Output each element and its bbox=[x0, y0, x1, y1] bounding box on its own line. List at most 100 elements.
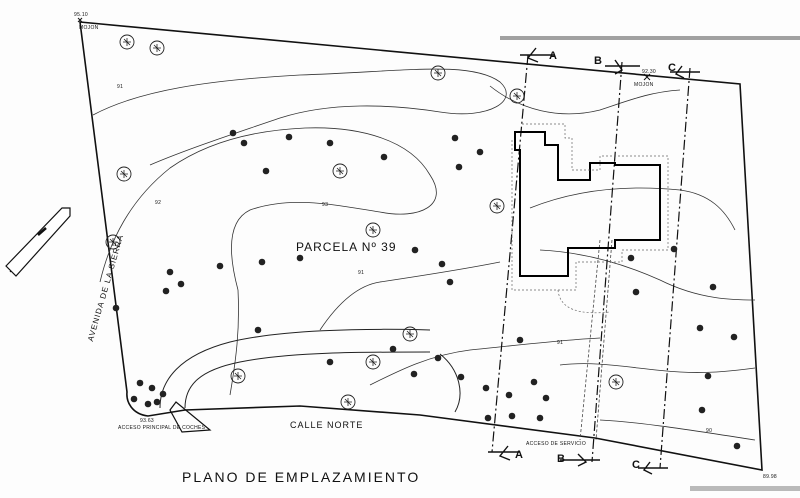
tree-small-icon bbox=[258, 258, 266, 266]
section-cut-lines bbox=[491, 54, 691, 469]
tree-small-icon bbox=[704, 372, 712, 380]
tree-small-icon bbox=[542, 394, 550, 402]
tree-small-icon bbox=[380, 153, 388, 161]
tree-large-icon bbox=[149, 40, 165, 56]
elevation-bottom-left: 93.63 bbox=[140, 418, 155, 424]
plan-title: PLANO DE EMPLAZAMIENTO bbox=[182, 469, 421, 485]
tree-small-icon bbox=[632, 288, 640, 296]
tree-small-icon bbox=[698, 406, 706, 414]
mojon-label-top-left: MOJON bbox=[79, 25, 99, 31]
tree-small-icon bbox=[438, 260, 446, 268]
tree-large-icon bbox=[116, 166, 132, 182]
tree-large-icon bbox=[430, 65, 446, 81]
driveway-main bbox=[159, 328, 461, 413]
scan-smudge-top bbox=[500, 36, 800, 40]
tree-small-icon bbox=[446, 278, 454, 286]
tree-small-icon bbox=[434, 354, 442, 362]
tree-small-icon bbox=[136, 379, 144, 387]
tree-small-icon bbox=[177, 280, 185, 288]
tree-small-icon bbox=[670, 245, 678, 253]
property-boundary bbox=[79, 21, 763, 471]
tree-small-icon bbox=[410, 370, 418, 378]
section-cut-ticks bbox=[488, 47, 700, 475]
tree-large-icon bbox=[365, 222, 381, 238]
tree-small-icon bbox=[216, 262, 224, 270]
section-c-bottom: C bbox=[632, 459, 640, 471]
tree-large-icon bbox=[608, 374, 624, 390]
building-footprint bbox=[514, 131, 661, 277]
tree-small-icon bbox=[451, 134, 459, 142]
tree-small-icon bbox=[411, 246, 419, 254]
access-main-label: ACCESO PRINCIPAL DE COCHES bbox=[118, 425, 206, 431]
tree-small-icon bbox=[229, 129, 237, 137]
tree-small-icon bbox=[112, 304, 120, 312]
tree-small-icon bbox=[482, 384, 490, 392]
mojon-marker-icon bbox=[77, 17, 651, 81]
contour-label: 92 bbox=[155, 200, 162, 206]
contour-label: 93 bbox=[322, 202, 329, 208]
service-strip bbox=[579, 239, 613, 441]
tree-large-icon bbox=[332, 163, 348, 179]
north-arrow-icon bbox=[5, 207, 71, 277]
tree-small-icon bbox=[162, 287, 170, 295]
tree-large-icon bbox=[119, 34, 135, 50]
tree-large-icon bbox=[365, 354, 381, 370]
tree-small-icon bbox=[326, 358, 334, 366]
tree-small-icon bbox=[536, 414, 544, 422]
tree-small-icon bbox=[254, 326, 262, 334]
trees bbox=[105, 34, 741, 450]
tree-large-icon bbox=[509, 88, 525, 104]
tree-small-icon bbox=[476, 148, 484, 156]
tree-large-icon bbox=[105, 234, 121, 250]
contour-label: 91 bbox=[117, 84, 124, 90]
tree-small-icon bbox=[389, 345, 397, 353]
tree-small-icon bbox=[166, 268, 174, 276]
contour-lines bbox=[92, 68, 756, 441]
tree-small-icon bbox=[144, 400, 152, 408]
tree-large-icon bbox=[230, 368, 246, 384]
tree-small-icon bbox=[484, 414, 492, 422]
tree-small-icon bbox=[148, 384, 156, 392]
tree-small-icon bbox=[505, 391, 513, 399]
tree-small-icon bbox=[153, 398, 161, 406]
building-outline-dashed bbox=[511, 123, 669, 314]
tree-large-icon bbox=[489, 198, 505, 214]
tree-small-icon bbox=[457, 373, 465, 381]
tree-small-icon bbox=[730, 333, 738, 341]
tree-small-icon bbox=[733, 442, 741, 450]
tree-small-icon bbox=[530, 378, 538, 386]
tree-large-icon bbox=[340, 394, 356, 410]
tree-small-icon bbox=[455, 163, 463, 171]
tree-small-icon bbox=[508, 412, 516, 420]
contour-label: 90 bbox=[706, 428, 713, 434]
section-b-bottom: B bbox=[557, 453, 565, 465]
tree-small-icon bbox=[326, 139, 334, 147]
tree-small-icon bbox=[240, 139, 248, 147]
tree-small-icon bbox=[130, 395, 138, 403]
contour-label: 91 bbox=[358, 270, 365, 276]
tree-large-icon bbox=[402, 326, 418, 342]
section-c-top: C bbox=[668, 62, 676, 74]
section-b-top: B bbox=[594, 55, 602, 67]
access-arrow-icon bbox=[169, 401, 212, 433]
access-service-label: ACCESO DE SERVICIO bbox=[526, 441, 587, 447]
tree-small-icon bbox=[285, 133, 293, 141]
mojon-label-mid: MOJON bbox=[634, 82, 654, 88]
scan-smudge-bottom bbox=[690, 486, 800, 491]
tree-small-icon bbox=[696, 324, 704, 332]
tree-small-icon bbox=[627, 254, 635, 262]
elevation-top-left: 95.10 bbox=[74, 12, 89, 18]
section-a-bottom: A bbox=[515, 449, 523, 461]
tree-small-icon bbox=[516, 336, 524, 344]
parcel-label: PARCELA Nº 39 bbox=[296, 240, 397, 254]
elevation-mid: 92.30 bbox=[642, 69, 657, 75]
tree-small-icon bbox=[709, 283, 717, 291]
section-a-top: A bbox=[549, 50, 557, 62]
contour-label: 91 bbox=[557, 340, 564, 346]
street-label-north: CALLE NORTE bbox=[290, 420, 364, 430]
elevation-bottom-right: 89.98 bbox=[763, 474, 778, 480]
tree-small-icon bbox=[296, 254, 304, 262]
tree-small-icon bbox=[159, 390, 167, 398]
tree-small-icon bbox=[262, 167, 270, 175]
